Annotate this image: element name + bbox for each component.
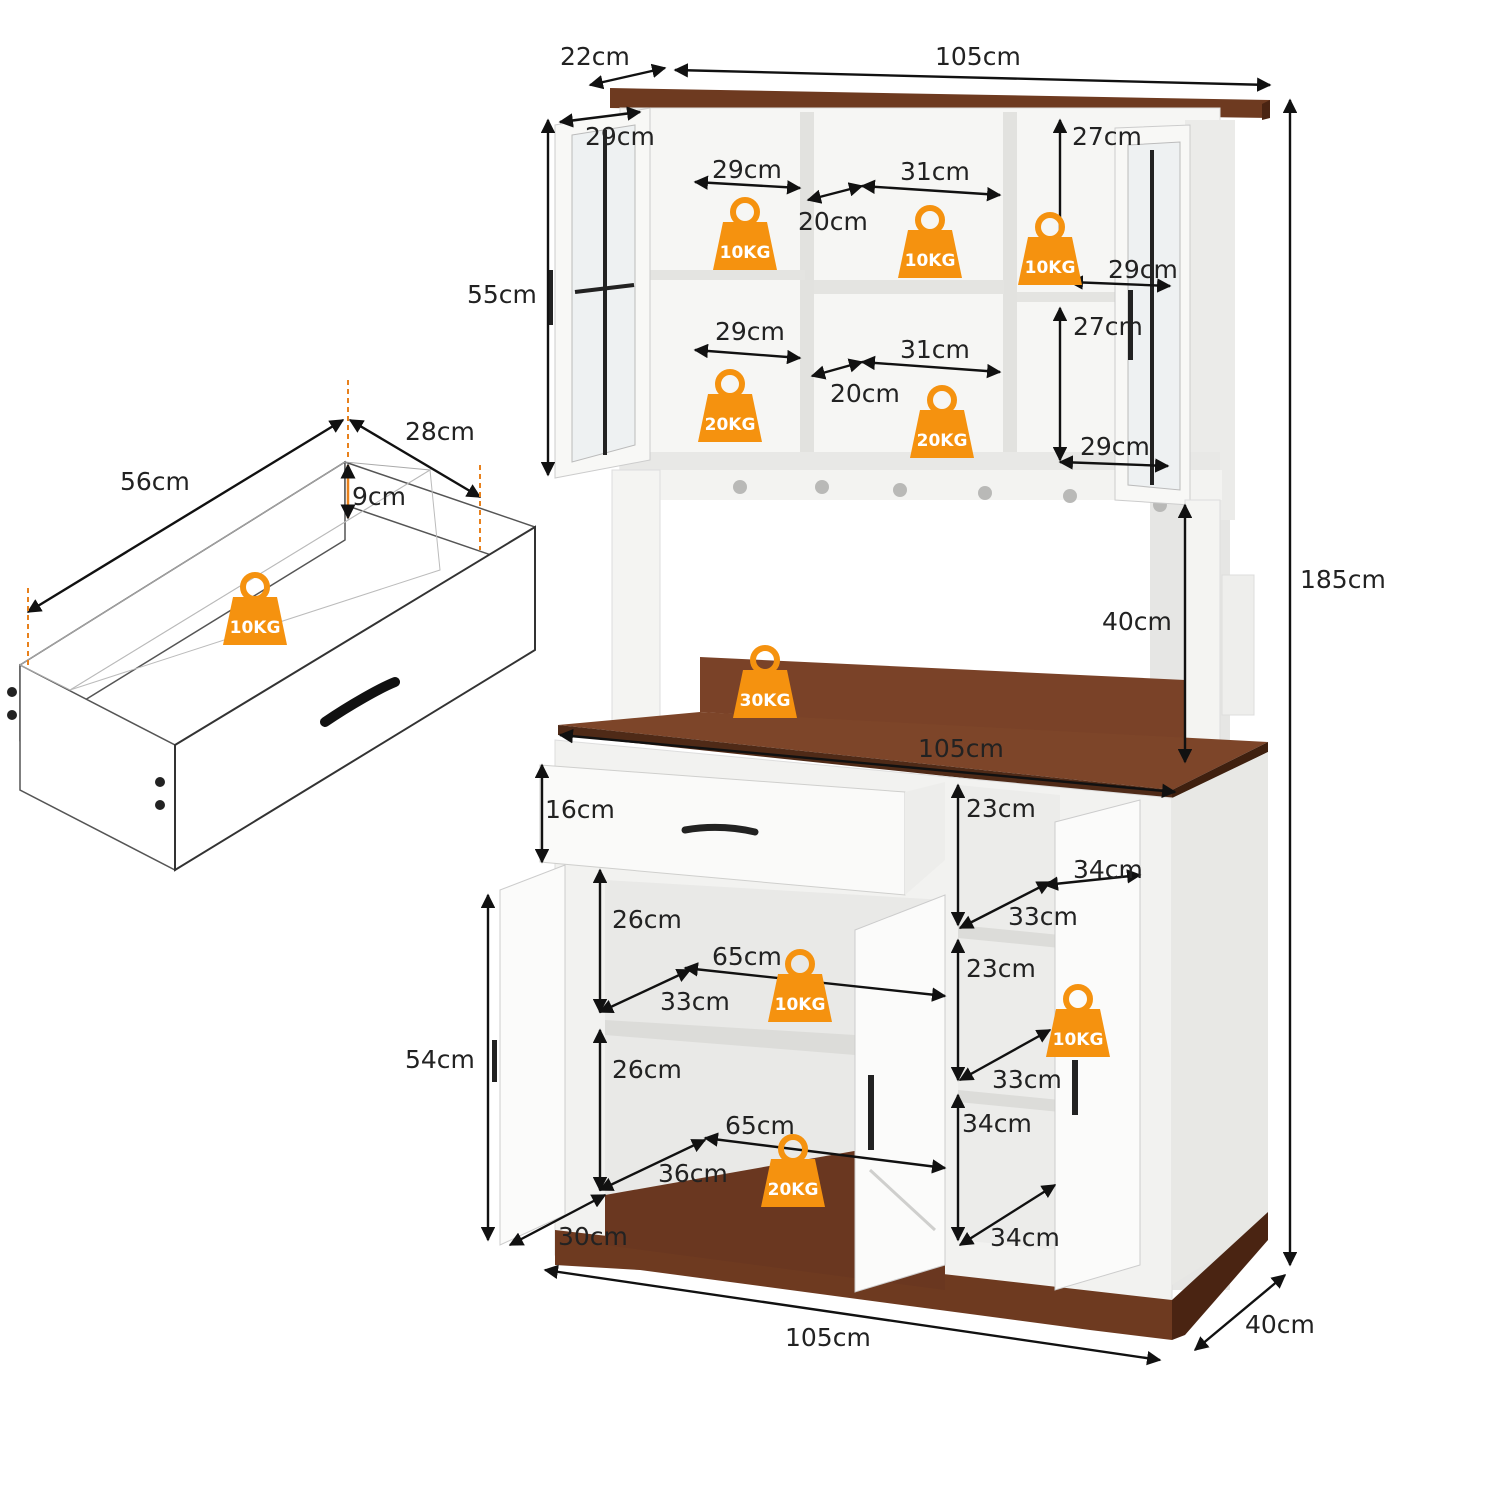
dim-label: 23cm: [966, 794, 1036, 823]
dim-label: 56cm: [120, 467, 190, 496]
dim-line-base-width: [543, 1264, 1162, 1366]
dim-label: 9cm: [352, 482, 406, 511]
weight-label: 20KG: [705, 415, 756, 435]
dim-line-base-depth: [1193, 1274, 1287, 1351]
dim-label: 34cm: [1073, 855, 1143, 884]
dim-label: 34cm: [962, 1109, 1032, 1138]
dim-label: 26cm: [612, 905, 682, 934]
hook: [1063, 489, 1077, 503]
door-handle: [868, 1075, 874, 1150]
weight-icon: 10KG: [1018, 212, 1082, 285]
right-interior: [958, 785, 1060, 1250]
dim-label: 23cm: [966, 954, 1036, 983]
weight-badges: 10KG 10KG 10KG 20KG 20KG 30KG: [223, 197, 1110, 1207]
dim-line-counter-width: [558, 729, 1177, 798]
dim-label: 27cm: [1073, 312, 1143, 341]
hook: [893, 483, 907, 497]
dim-label: 65cm: [725, 1111, 795, 1140]
dim-label: 22cm: [560, 42, 630, 71]
weight-label: 10KG: [1025, 258, 1076, 278]
dim-line-top-width: [673, 63, 1272, 92]
weight-icon: 10KG: [898, 205, 962, 278]
hook: [815, 480, 829, 494]
weight-label: 20KG: [768, 1180, 819, 1200]
dim-label: 26cm: [612, 1055, 682, 1084]
dim-label: 36cm: [658, 1159, 728, 1188]
base-left-door: [499, 864, 566, 1246]
hutch-shelf: [650, 270, 805, 280]
base-shelf: [605, 1020, 855, 1055]
dim-label: 54cm: [405, 1045, 475, 1074]
hook: [733, 480, 747, 494]
dim-label: 29cm: [585, 122, 655, 151]
dim-label: 40cm: [1245, 1310, 1315, 1339]
dim-label: 20cm: [798, 207, 868, 236]
dim-label: 105cm: [935, 42, 1021, 71]
dim-label: 16cm: [545, 795, 615, 824]
weight-icon: 10KG: [713, 197, 777, 270]
weight-icon: 20KG: [698, 369, 762, 442]
dim-label: 31cm: [900, 335, 970, 364]
weight-icon: 20KG: [761, 1134, 825, 1207]
weight-icon: 10KG: [223, 572, 287, 645]
drawer-side: [19, 663, 176, 872]
dim-label: 55cm: [467, 280, 537, 309]
left-post: [611, 469, 661, 741]
dim-label: 34cm: [990, 1223, 1060, 1252]
weight-label: 10KG: [775, 995, 826, 1015]
dim-label: 28cm: [405, 417, 475, 446]
hutch-shelf: [1017, 292, 1127, 302]
dim-line-drawer-width: [348, 418, 482, 499]
door-handle: [492, 1040, 497, 1082]
weight-label: 10KG: [230, 618, 281, 638]
drawer-handle: [681, 823, 759, 836]
dim-label: 20cm: [830, 379, 900, 408]
dim-label: 185cm: [1300, 565, 1386, 594]
hook: [978, 486, 992, 500]
weight-label: 10KG: [1053, 1030, 1104, 1050]
dim-label: 29cm: [1108, 255, 1178, 284]
drawer-art-handle: [320, 677, 400, 727]
weight-icon: 10KG: [768, 949, 832, 1022]
drawer-line-art: [7, 460, 536, 872]
weight-icon: 10KG: [1046, 984, 1110, 1057]
dim-label: 33cm: [992, 1065, 1062, 1094]
dim-line-top-depth: [588, 63, 667, 90]
dim-label: 29cm: [712, 155, 782, 184]
dimension-labels: 22cm 105cm 185cm 55cm 29cm 29cm 31cm 20c…: [120, 42, 1386, 1352]
dim-label: 33cm: [1008, 902, 1078, 931]
dim-label: 29cm: [1080, 432, 1150, 461]
weight-label: 10KG: [720, 243, 771, 263]
weight-label: 10KG: [905, 251, 956, 271]
weight-label: 20KG: [917, 431, 968, 451]
hutch-divider-left: [800, 112, 814, 472]
door-handle: [1128, 290, 1133, 360]
hutch-divider-right: [1003, 112, 1017, 472]
weight-label: 30KG: [740, 691, 791, 711]
dim-label: 40cm: [1102, 607, 1172, 636]
base-cabinet-side: [1172, 752, 1268, 1285]
dim-label: 105cm: [918, 734, 1004, 763]
hutch-shelf: [814, 280, 1004, 294]
dim-label: 31cm: [900, 157, 970, 186]
dim-line-drawer-length: [26, 418, 345, 614]
dimension-lines: [26, 63, 1298, 1366]
right-post: [1184, 499, 1221, 761]
door-handle: [1072, 1060, 1078, 1115]
weight-icon: 20KG: [910, 385, 974, 458]
dim-label: 33cm: [660, 987, 730, 1016]
dim-label: 65cm: [712, 942, 782, 971]
dim-label: 29cm: [715, 317, 785, 346]
weight-icon: 30KG: [733, 645, 797, 718]
dim-label: 27cm: [1072, 122, 1142, 151]
dim-label: 105cm: [785, 1323, 871, 1352]
dim-label: 30cm: [558, 1222, 628, 1251]
countertop-backsplash: [700, 657, 1185, 742]
